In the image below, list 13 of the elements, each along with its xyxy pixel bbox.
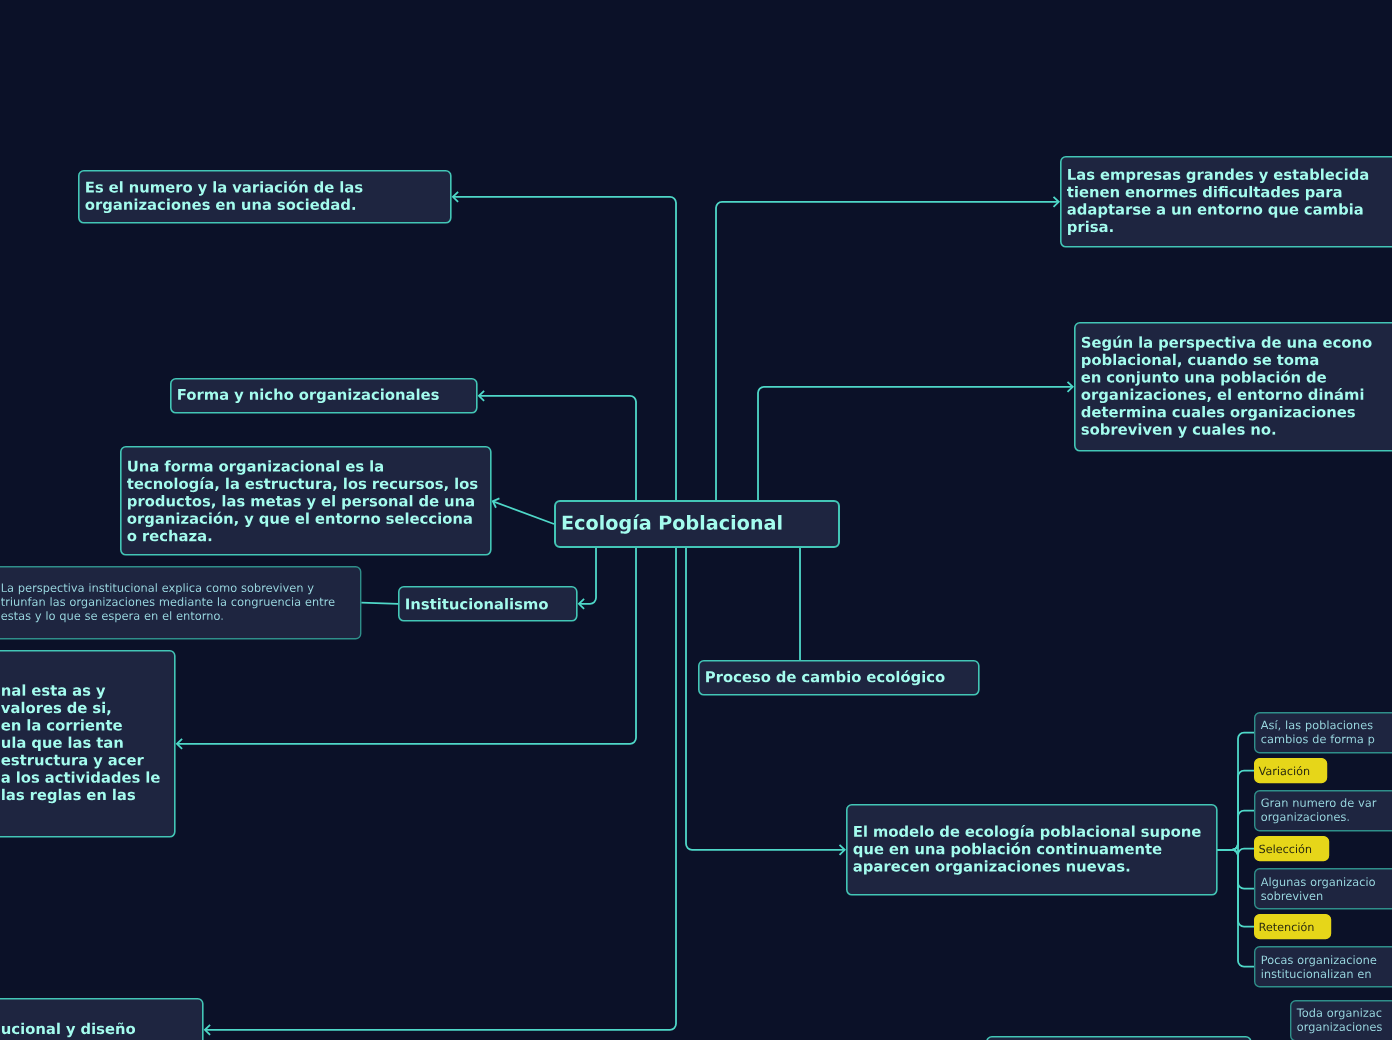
title-box: Ecología Poblacional [554,500,840,548]
connector [757,380,1074,501]
connector [360,601,399,605]
connector [175,547,637,750]
connector [799,547,801,661]
connector [685,547,846,856]
connector [577,547,597,610]
connector [477,389,637,501]
connector [1216,848,1255,968]
connector [715,195,1060,501]
connector [451,190,677,501]
connector [491,497,555,525]
connector [203,547,677,1036]
